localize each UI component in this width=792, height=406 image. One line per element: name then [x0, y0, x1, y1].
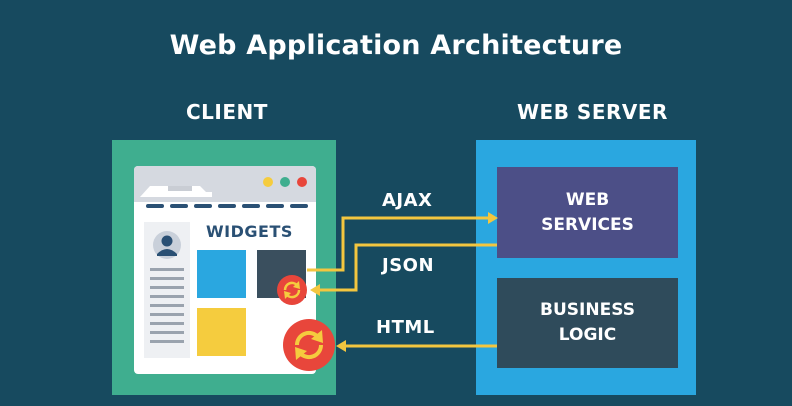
sidebar-lines	[150, 268, 184, 343]
html-arrowhead	[336, 340, 346, 352]
refresh-icon	[277, 275, 307, 305]
widgets-label: WIDGETS	[206, 222, 293, 241]
diagram-title: Web Application Architecture	[169, 30, 623, 61]
json-label: JSON	[382, 255, 435, 276]
web-server-label: WEB SERVER	[517, 100, 668, 124]
client-label: CLIENT	[186, 100, 268, 124]
window-dot-icon	[280, 177, 290, 187]
widget-yellow	[197, 308, 246, 356]
window-dot-icon	[263, 177, 273, 187]
refresh-icon	[283, 319, 335, 371]
ajax-label: AJAX	[382, 190, 433, 211]
business-logic-box: BUSINESS LOGIC	[497, 278, 678, 368]
html-label: HTML	[376, 317, 435, 338]
window-dot-icon	[297, 177, 307, 187]
widget-blue	[197, 250, 246, 298]
browser-tab	[140, 186, 212, 197]
browser-toolbar-dashes	[146, 204, 308, 208]
ajax-arrow	[307, 216, 490, 272]
web-services-box: WEB SERVICES	[497, 167, 678, 258]
json-arrowhead	[310, 284, 320, 296]
browser-tab-stripe	[168, 186, 192, 191]
user-avatar-icon	[153, 231, 181, 259]
ajax-arrowhead	[488, 212, 498, 224]
json-arrow	[318, 243, 497, 292]
